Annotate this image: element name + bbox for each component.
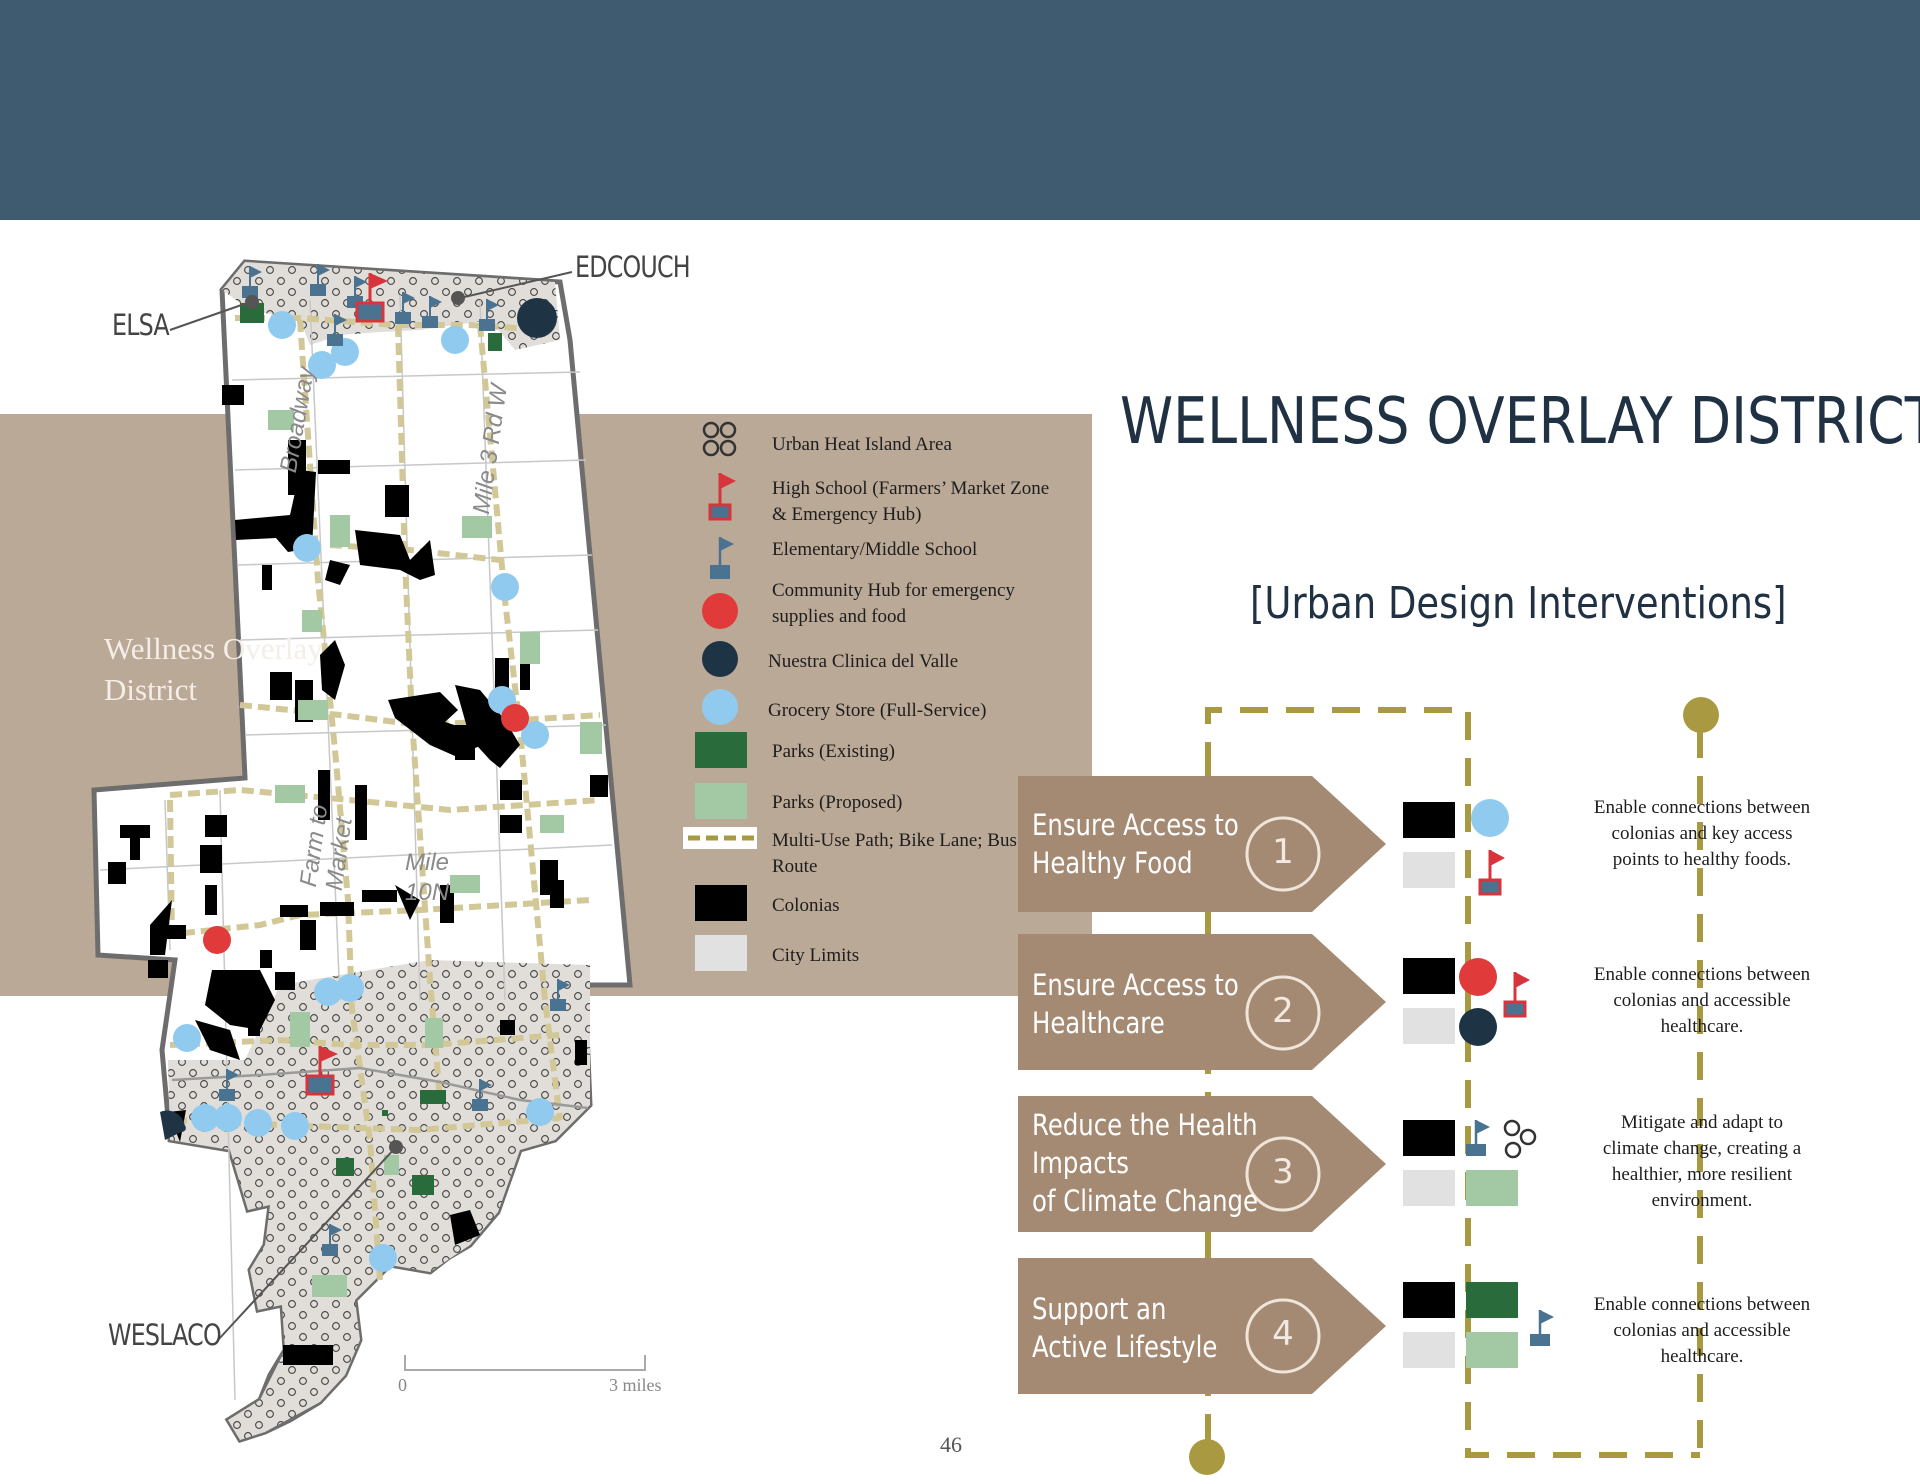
multi-use-path-icon bbox=[683, 827, 757, 849]
intervention-3-title-line2: Impacts bbox=[1032, 1146, 1129, 1180]
legend-label-park-existing: Parks (Existing) bbox=[772, 741, 895, 762]
elementary-school-flag-icon bbox=[710, 537, 734, 579]
legend-label-colonias: Colonias bbox=[772, 895, 840, 916]
town-label-edcouch: EDCOUCH bbox=[575, 250, 691, 284]
legend-label-city-limits: City Limits bbox=[772, 945, 860, 966]
intervention-4-title-line1: Support an bbox=[1032, 1292, 1167, 1326]
high-school-flag-icon bbox=[708, 473, 736, 521]
road-label-mile10n: Mile 10N bbox=[405, 849, 450, 906]
interventions-diagram bbox=[1018, 697, 1719, 1475]
page-subtitle: [Urban Design Interventions] bbox=[1250, 578, 1787, 629]
town-leaders bbox=[169, 271, 573, 1341]
intervention-4-number: 4 bbox=[1272, 1314, 1294, 1354]
community-hub-markers bbox=[203, 704, 529, 954]
clinic-icon bbox=[702, 641, 738, 677]
intervention-2-number: 2 bbox=[1272, 991, 1294, 1031]
parks-existing-areas bbox=[240, 303, 502, 1195]
legend-label-heat-island: Urban Heat Island Area bbox=[772, 434, 952, 455]
intervention-1-description: Enable connections between colonias and … bbox=[1593, 797, 1811, 870]
grocery-store-markers bbox=[173, 311, 554, 1272]
intervention-2-title-line2: Healthcare bbox=[1032, 1006, 1165, 1040]
row4-icons bbox=[1403, 1282, 1554, 1368]
parks-proposed-areas bbox=[268, 410, 602, 1297]
intervention-3-number: 3 bbox=[1272, 1152, 1294, 1192]
legend-label-elementary: Elementary/Middle School bbox=[772, 539, 978, 560]
town-label-weslaco: WESLACO bbox=[108, 1318, 222, 1352]
heat-island-icon bbox=[702, 421, 737, 457]
intervention-2-title: Ensure Access to Healthcare bbox=[1032, 966, 1239, 1042]
scale-bar bbox=[404, 1355, 646, 1371]
grocery-icon bbox=[702, 689, 738, 725]
high-school-markers bbox=[305, 273, 388, 1096]
row1-icons bbox=[1403, 799, 1509, 896]
intervention-1-title: Ensure Access to Healthy Food bbox=[1032, 806, 1239, 882]
intervention-4-title-line2: Active Lifestyle bbox=[1032, 1330, 1218, 1364]
path-node-top bbox=[1683, 697, 1719, 733]
intervention-3-title-line1: Reduce the Health bbox=[1032, 1108, 1258, 1142]
colonias-icon bbox=[695, 885, 747, 921]
scale-start-label: 0 bbox=[398, 1375, 407, 1395]
intervention-4-description: Enable connections between colonias and … bbox=[1593, 1294, 1811, 1367]
path-node-bottom bbox=[1189, 1439, 1225, 1475]
elementary-school-markers bbox=[219, 264, 570, 1256]
intervention-1-number: 1 bbox=[1272, 832, 1294, 872]
intervention-1-title-line2: Healthy Food bbox=[1032, 846, 1193, 880]
town-label-elsa: ELSA bbox=[112, 308, 170, 342]
clinic-markers bbox=[160, 298, 557, 1140]
heat-island-areas bbox=[168, 262, 590, 1440]
legend-icons bbox=[683, 421, 757, 971]
page-title: WELLNESS OVERLAY DISTRICT bbox=[1120, 385, 1920, 459]
legend-label-clinic: Nuestra Clinica del Valle bbox=[768, 651, 959, 672]
colonias-areas bbox=[108, 385, 608, 1365]
header-bar bbox=[0, 0, 1920, 220]
legend-label-grocery: Grocery Store (Full-Service) bbox=[768, 700, 987, 721]
intervention-3-title: Reduce the Health Impacts of Climate Cha… bbox=[1032, 1106, 1258, 1220]
intervention-3-title-line3: of Climate Change bbox=[1032, 1184, 1258, 1218]
row2-icons bbox=[1403, 958, 1530, 1046]
intervention-arrows bbox=[1018, 776, 1386, 1394]
number-rings bbox=[1245, 816, 1321, 1374]
legend-label-park-proposed: Parks (Proposed) bbox=[772, 792, 903, 813]
park-existing-icon bbox=[695, 732, 747, 768]
scale-end-label: 3 miles bbox=[609, 1375, 662, 1395]
city-limits-icon bbox=[695, 935, 747, 971]
district-label: Wellness Overlay District bbox=[104, 631, 323, 707]
legend-label-multi-use-path: Multi-Use Path; Bike Lane; Bus Route bbox=[772, 830, 1017, 877]
intervention-1-title-line1: Ensure Access to bbox=[1032, 808, 1239, 842]
community-hub-icon bbox=[702, 593, 738, 629]
intervention-2-title-line1: Ensure Access to bbox=[1032, 968, 1239, 1002]
row3-icons bbox=[1403, 1119, 1537, 1206]
legend-label-community-hub: Community Hub for emergency supplies and… bbox=[772, 580, 1015, 627]
page-number: 46 bbox=[940, 1432, 962, 1457]
legend-label-high-school: High School (Farmers’ Market Zone & Emer… bbox=[772, 478, 1050, 525]
intervention-4-title: Support an Active Lifestyle bbox=[1032, 1290, 1217, 1366]
intervention-3-description: Mitigate and adapt to climate change, cr… bbox=[1602, 1112, 1802, 1211]
intervention-2-description: Enable connections between colonias and … bbox=[1593, 964, 1811, 1037]
park-proposed-icon bbox=[695, 783, 747, 819]
